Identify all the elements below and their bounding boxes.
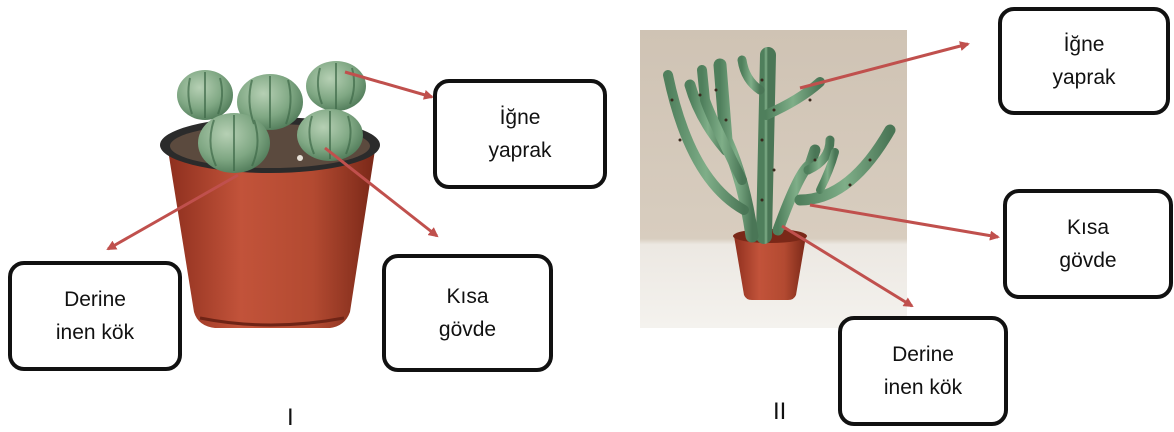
figure-ii-stem-callout: Kısa gövde xyxy=(1003,189,1173,299)
figure-ii-leaf-arrow xyxy=(799,41,970,90)
figure-ii-stem-arrow xyxy=(809,203,1000,241)
figure-i-stem-callout: Kısa gövde xyxy=(382,254,553,372)
figure-ii-stem-text-1: Kısa xyxy=(1066,216,1110,239)
figure-ii-stem-text-2: gövde xyxy=(1059,249,1117,272)
figure-ii-root-arrow xyxy=(781,224,914,308)
figure-i-label: I xyxy=(287,404,294,431)
figure-i-leaf-arrow xyxy=(344,70,434,100)
figure-i-leaf-text-2: yaprak xyxy=(488,139,552,162)
figure-ii-plant-photo xyxy=(640,30,907,328)
figure-ii-root-callout: Derine inen kök xyxy=(838,316,1008,426)
figure-i-leaf-callout: İğne yaprak xyxy=(433,79,607,189)
figure-i-stem-text-2: gövde xyxy=(438,318,497,341)
figure-ii-label: II xyxy=(773,398,787,425)
figure-ii-leaf-callout: İğne yaprak xyxy=(998,7,1170,115)
figure-i-root-text-1: Derine xyxy=(64,288,126,311)
figure-ii-leaf-text-2: yaprak xyxy=(1052,66,1116,89)
figure-i-root-text-2: inen kök xyxy=(55,321,135,344)
figure-ii-root-text-1: Derine xyxy=(892,343,954,366)
figure-i-leaf-text-1: İğne xyxy=(499,106,541,129)
figure-i-plant-photo xyxy=(160,61,380,328)
figure-ii-root-text-2: inen kök xyxy=(883,376,963,399)
figure-i-stem-arrow xyxy=(324,146,439,238)
figure-i-root-callout: Derine inen kök xyxy=(8,261,182,371)
figure-i-stem-text-1: Kısa xyxy=(446,285,489,308)
figure-ii-leaf-text-1: İğne xyxy=(1063,33,1105,56)
figure-i-root-arrow xyxy=(106,173,239,251)
